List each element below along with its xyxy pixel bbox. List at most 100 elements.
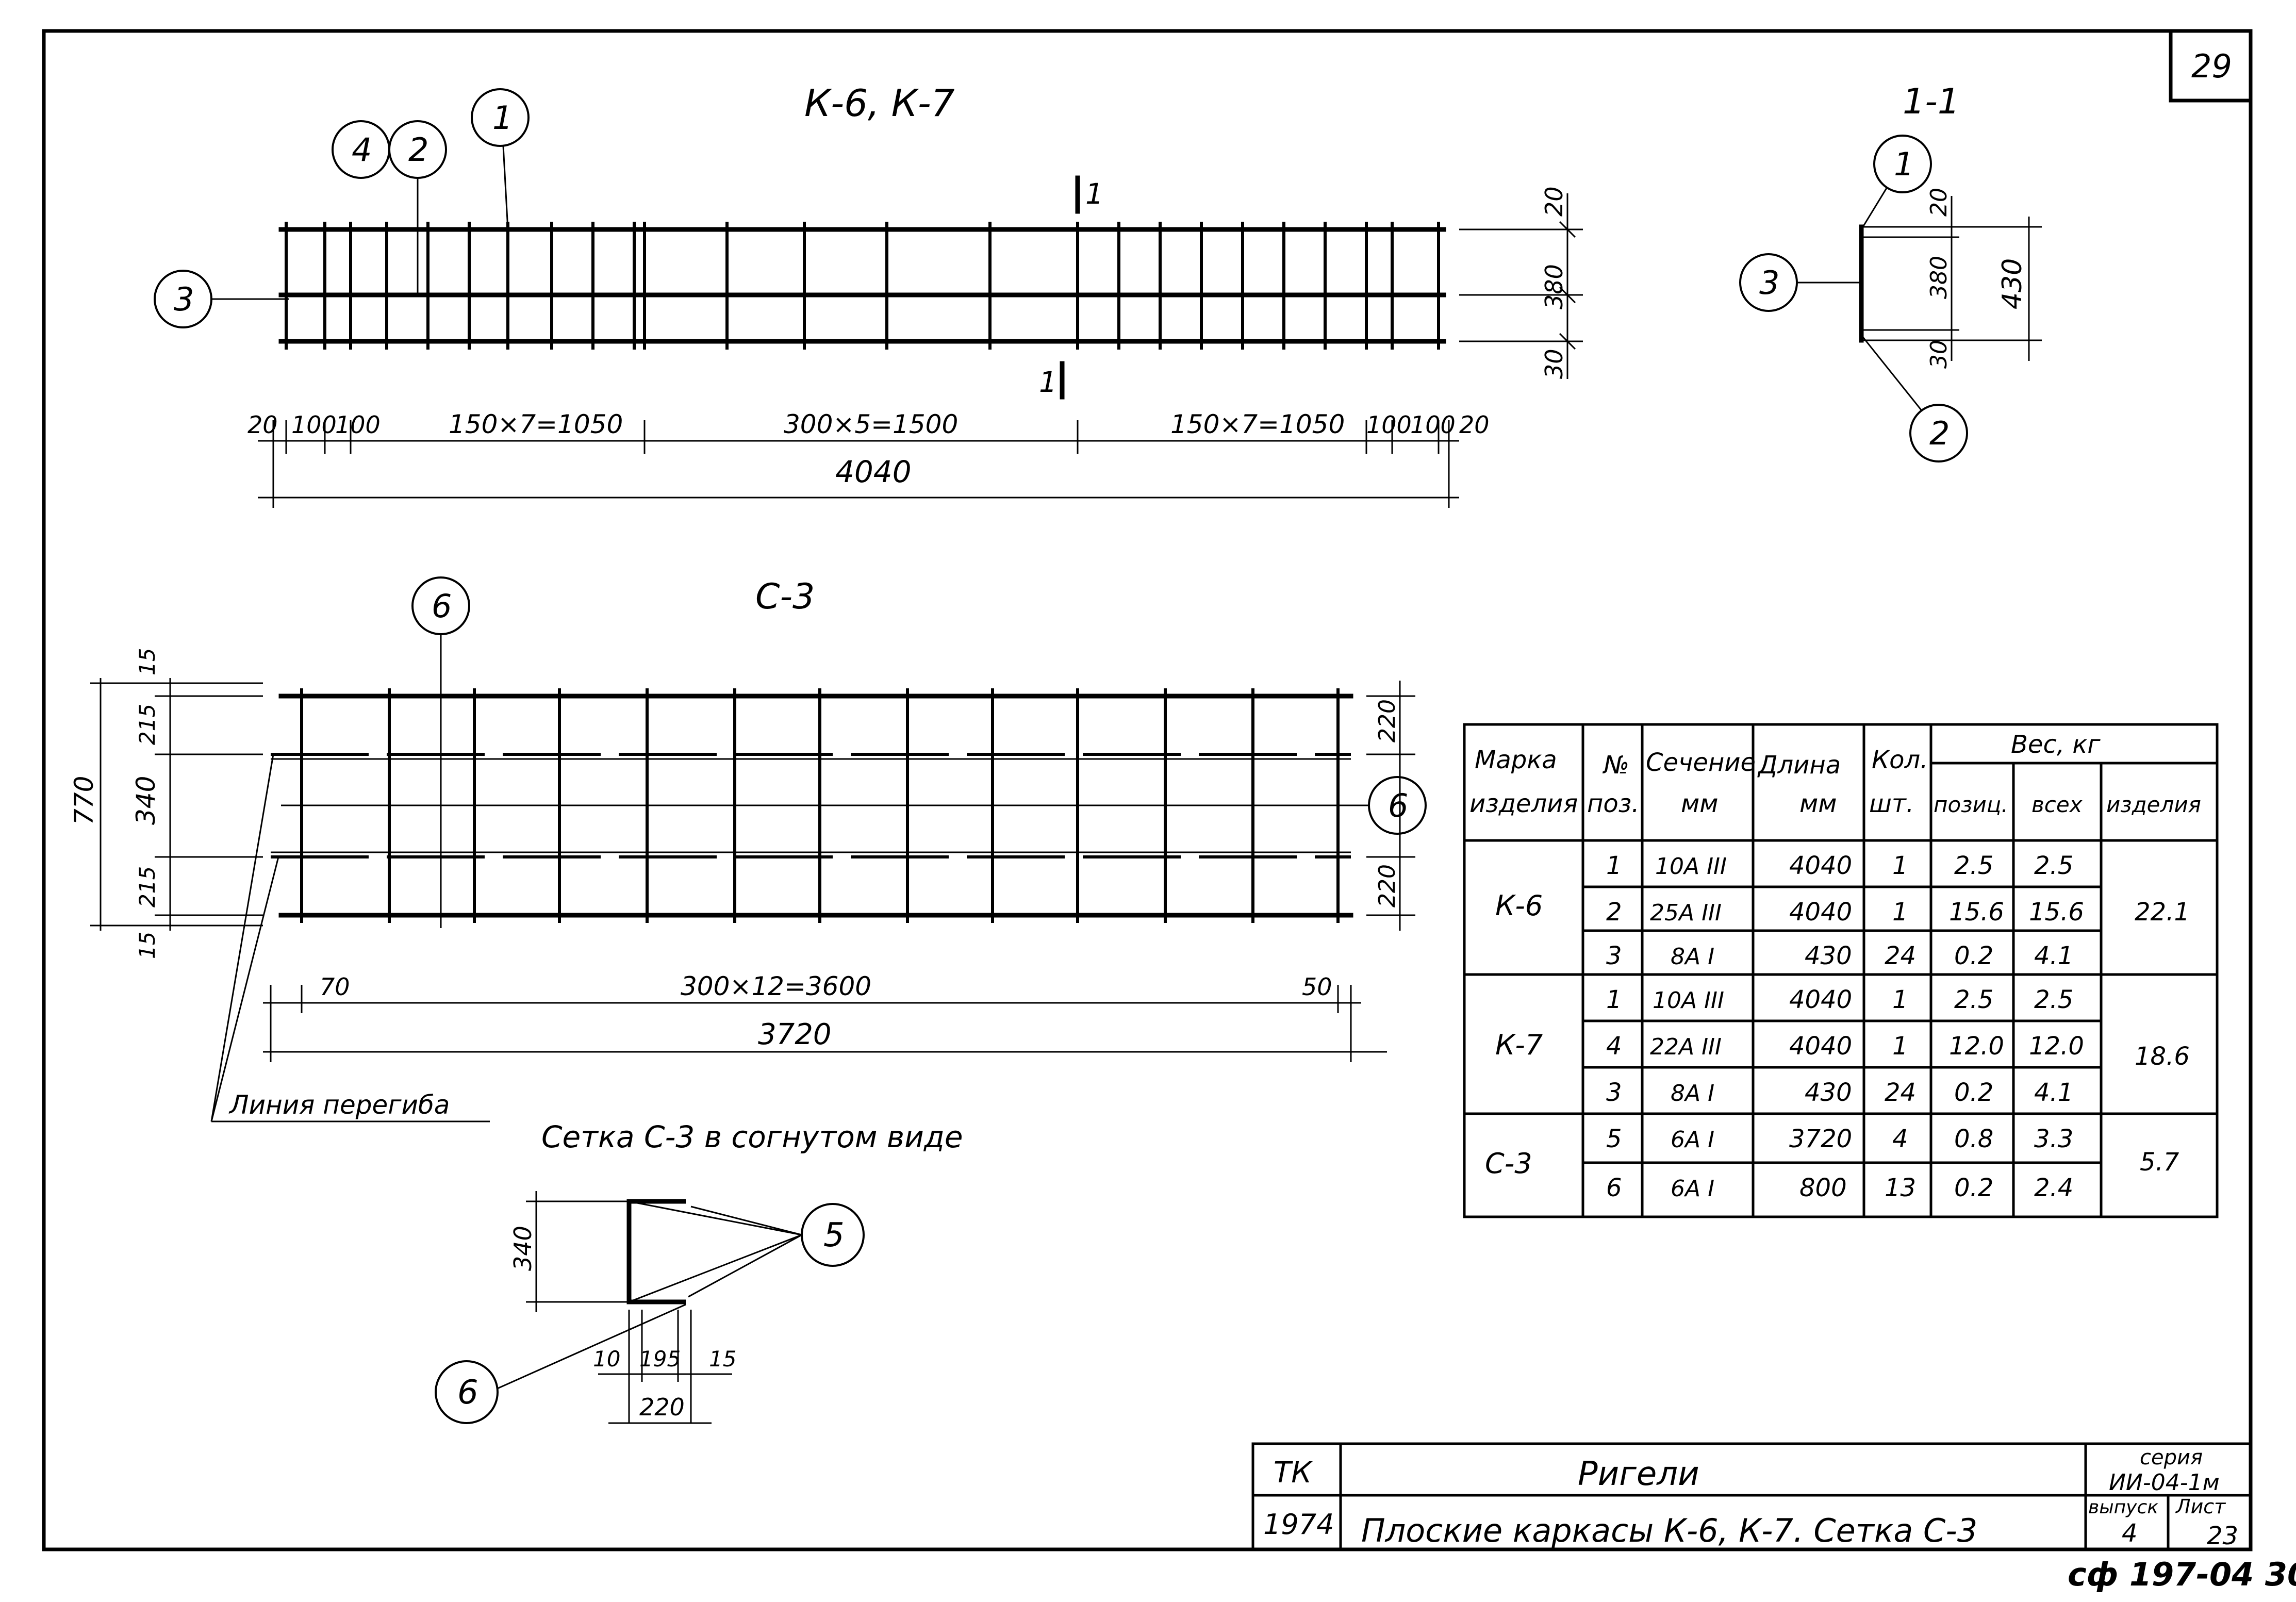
sheet-label: Лист: [2175, 1495, 2226, 1518]
th-w-item: изделия: [2106, 792, 2201, 817]
svg-text:195: 195: [639, 1346, 681, 1372]
svg-text:12.0: 12.0: [1949, 1032, 2004, 1061]
series-label: серия: [2140, 1446, 2203, 1469]
svg-text:2.5: 2.5: [2034, 851, 2073, 880]
group-mark: К-6: [1495, 889, 1543, 922]
svg-text:100: 100: [1366, 411, 1412, 439]
svg-text:0.2: 0.2: [1954, 1174, 1993, 1202]
svg-text:4040: 4040: [1789, 985, 1852, 1014]
mesh-bent-view: Сетка С-3 в согнутом виде 340 5 6 10 195…: [435, 1119, 963, 1424]
svg-text:800: 800: [1799, 1174, 1847, 1202]
svg-text:13: 13: [1885, 1174, 1916, 1202]
frame-k-title: К-6, К-7: [804, 81, 955, 125]
svg-text:220: 220: [1374, 699, 1400, 742]
svg-text:5: 5: [1606, 1125, 1622, 1153]
frame-k-dim-right: 150×7=1050: [1170, 409, 1345, 439]
svg-text:3: 3: [1759, 264, 1779, 302]
svg-text:430: 430: [1805, 1078, 1852, 1107]
th-section-2: мм: [1681, 789, 1718, 818]
svg-text:2.5: 2.5: [2034, 985, 2073, 1014]
svg-text:20: 20: [247, 411, 278, 439]
svg-text:4: 4: [352, 131, 372, 169]
bent-width: 220: [639, 1393, 685, 1421]
svg-text:20: 20: [1926, 188, 1952, 217]
svg-text:8А I: 8А I: [1671, 944, 1714, 970]
mesh-c3-crossbars: [300, 688, 1340, 923]
frame-k-dim-mid: 300×5=1500: [784, 409, 958, 439]
svg-text:3: 3: [174, 280, 194, 318]
svg-text:22А III: 22А III: [1650, 1034, 1722, 1060]
table-row: 3 8А I 430 24 0.2 4.1: [1606, 1078, 2073, 1107]
table-row: 6 6А I 800 13 0.2 2.4: [1606, 1174, 2073, 1202]
svg-text:10: 10: [593, 1346, 620, 1372]
svg-text:2: 2: [408, 131, 428, 169]
title-block-year: 1974: [1263, 1508, 1334, 1541]
svg-text:10А III: 10А III: [1655, 853, 1727, 880]
svg-text:4.1: 4.1: [2034, 1078, 2073, 1107]
th-pos-2: поз.: [1587, 789, 1640, 818]
svg-text:5: 5: [823, 1216, 845, 1254]
th-mark-1: Марка: [1475, 746, 1557, 774]
svg-text:3: 3: [1606, 942, 1622, 970]
th-qty-1: Кол.: [1872, 746, 1928, 774]
svg-text:6: 6: [457, 1374, 478, 1412]
mesh-c3-bar-spacing: 300×12=3600: [681, 971, 871, 1001]
bend-line-label: Линия перегиба: [228, 1090, 450, 1120]
svg-text:15: 15: [709, 1346, 736, 1372]
svg-text:1: 1: [1892, 985, 1908, 1014]
svg-text:4: 4: [1606, 1032, 1622, 1061]
frame-k-total-length: 4040: [835, 454, 912, 489]
svg-text:6А I: 6А I: [1671, 1176, 1714, 1202]
svg-text:3: 3: [1606, 1078, 1622, 1107]
section-mark-top: 1: [1085, 177, 1103, 210]
section-11-title: 1-1: [1903, 81, 1960, 122]
svg-text:1: 1: [1892, 898, 1908, 927]
svg-text:20: 20: [1459, 411, 1490, 439]
svg-text:1: 1: [1606, 985, 1622, 1014]
svg-text:15: 15: [135, 932, 160, 959]
svg-text:3720: 3720: [1789, 1125, 1852, 1153]
svg-text:100: 100: [335, 411, 381, 439]
th-w-all: всех: [2031, 792, 2083, 817]
svg-text:6: 6: [1388, 787, 1408, 824]
table-row: 1 10А III 4040 1 2.5 2.5: [1606, 851, 2073, 880]
svg-text:215: 215: [135, 866, 160, 907]
svg-text:4.1: 4.1: [2034, 942, 2073, 970]
svg-text:12.0: 12.0: [2029, 1032, 2084, 1061]
svg-text:6А I: 6А I: [1671, 1127, 1714, 1153]
svg-text:6: 6: [1606, 1174, 1622, 1202]
frame-k-height-main: 380: [1540, 264, 1568, 309]
svg-text:8А I: 8А I: [1671, 1080, 1714, 1106]
svg-text:2.5: 2.5: [1954, 985, 1993, 1014]
table-row: 5 6А I 3720 4 0.8 3.3: [1606, 1125, 2073, 1153]
issue-label: выпуск: [2088, 1497, 2158, 1518]
th-section-1: Сечение: [1646, 748, 1756, 777]
mesh-c3-title: С-3: [755, 576, 815, 617]
mesh-c3-mid-height: 340: [131, 776, 161, 825]
th-length-2: мм: [1799, 789, 1837, 818]
svg-text:2: 2: [1929, 415, 1950, 452]
svg-text:50: 50: [1302, 973, 1332, 1001]
th-w-pos: позиц.: [1934, 792, 2008, 817]
svg-text:24: 24: [1885, 1078, 1916, 1107]
svg-text:10А III: 10А III: [1653, 987, 1724, 1014]
drawing-title: Ригели: [1578, 1455, 1699, 1493]
svg-text:4: 4: [1892, 1125, 1908, 1153]
bent-view-title: Сетка С-3 в согнутом виде: [541, 1119, 963, 1154]
svg-text:70: 70: [320, 973, 350, 1001]
section-mark-bottom: 1: [1039, 366, 1057, 399]
svg-text:15.6: 15.6: [1949, 898, 2004, 927]
frame-k-height-bottom: 30: [1540, 349, 1568, 379]
table-row: 4 22А III 4040 1 12.0 12.0: [1606, 1032, 2084, 1061]
table-row: 3 8А I 430 24 0.2 4.1: [1606, 942, 2073, 970]
svg-text:380: 380: [1926, 256, 1952, 299]
frame-k-dim-left: 150×7=1050: [449, 409, 623, 439]
svg-text:3.3: 3.3: [2034, 1125, 2073, 1153]
th-qty-2: шт.: [1869, 789, 1914, 818]
svg-text:15.6: 15.6: [2029, 898, 2084, 927]
svg-text:0.2: 0.2: [1954, 1078, 1993, 1107]
svg-text:0.8: 0.8: [1954, 1125, 1993, 1153]
title-block-org: ТК: [1274, 1456, 1313, 1490]
svg-text:100: 100: [1410, 411, 1456, 439]
